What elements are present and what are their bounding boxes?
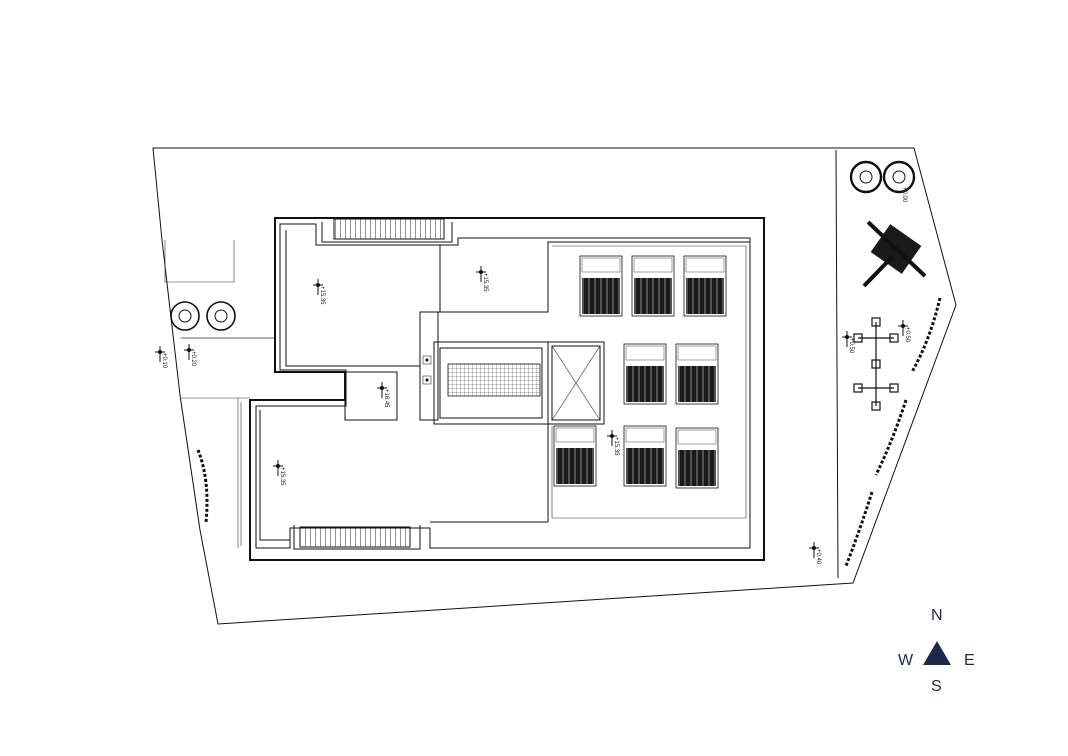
east-boundary-line <box>835 149 839 579</box>
tree-icons <box>170 160 916 331</box>
south-stair <box>299 526 411 548</box>
building-parapet-inner <box>255 223 751 549</box>
level-garden-2: +0.50 <box>904 327 910 343</box>
play-structure-icon <box>862 220 927 288</box>
compass-west: W <box>898 652 914 669</box>
level-south: +15.35 <box>279 467 285 486</box>
hedge-icons <box>196 297 942 567</box>
panel-area-inner <box>551 245 747 519</box>
stair-core-box <box>344 371 398 421</box>
compass-south: S <box>931 678 942 695</box>
level-garden-1: +0.50 <box>848 338 854 354</box>
compass-north: N <box>931 607 943 624</box>
level-street-west-1: +0.10 <box>161 353 167 369</box>
level-street-west-2: +0.20 <box>190 351 196 367</box>
north-arrow-icon <box>923 641 951 665</box>
duct-shafts <box>419 311 439 421</box>
north-stair <box>333 218 445 240</box>
swing-set-icon <box>853 317 899 411</box>
north-roof-wall <box>285 230 441 367</box>
level-markers: +15.35 +15.35 +16.45 +15.35 +15.35 +0.10… <box>155 187 910 565</box>
level-north-right: +15.35 <box>482 273 488 292</box>
level-north-left: +15.35 <box>319 286 325 305</box>
level-core: +16.45 <box>383 389 389 408</box>
level-panel-area: +15.35 <box>613 437 619 456</box>
skylight-glazing <box>447 363 541 397</box>
level-garden-top: +0.00 <box>901 187 907 203</box>
solar-panels <box>553 255 727 489</box>
site-boundary <box>152 147 957 625</box>
lift-shaft <box>547 341 605 425</box>
compass-east: E <box>964 652 975 669</box>
level-garden-sw: +0.40 <box>815 549 821 565</box>
panel-area-wall <box>440 241 750 313</box>
west-setback-line <box>164 240 235 283</box>
building-outline <box>249 217 765 561</box>
